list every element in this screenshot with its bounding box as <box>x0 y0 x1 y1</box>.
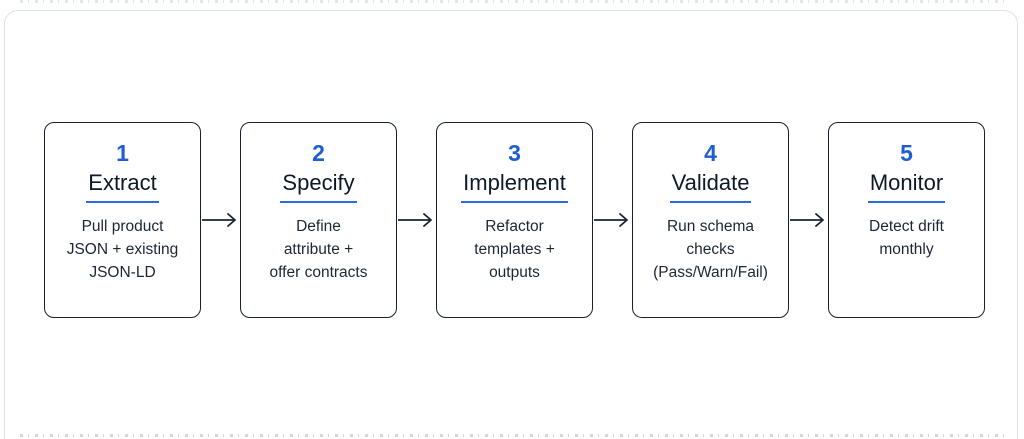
step-title: Specify <box>280 170 357 203</box>
step-number: 4 <box>704 140 717 166</box>
step-description: Detect drift monthly <box>869 218 944 258</box>
arrow-right-icon <box>593 212 632 228</box>
step-number: 5 <box>900 140 913 166</box>
step-description: Pull product JSON + existing JSON-LD <box>66 218 179 281</box>
step-box-monitor: 5 Monitor Detect drift monthly <box>828 122 985 318</box>
arrow-right-icon <box>397 212 436 228</box>
step-number: 2 <box>312 140 325 166</box>
step-number: 1 <box>116 140 129 166</box>
step-description: Refactor templates + outputs <box>474 218 555 281</box>
step-title: Implement <box>461 170 568 203</box>
step-box-validate: 4 Validate Run schema checks (Pass/Warn/… <box>632 122 789 318</box>
process-flow: 1 Extract Pull product JSON + existing J… <box>44 122 985 318</box>
step-title: Extract <box>86 170 159 203</box>
step-box-specify: 2 Specify Define attribute + offer contr… <box>240 122 397 318</box>
step-description: Define attribute + offer contracts <box>269 218 368 281</box>
step-title: Monitor <box>867 170 946 203</box>
step-box-extract: 1 Extract Pull product JSON + existing J… <box>44 122 201 318</box>
arrow-right-icon <box>201 212 240 228</box>
step-number: 3 <box>508 140 521 166</box>
step-description: Run schema checks (Pass/Warn/Fail) <box>653 218 768 281</box>
step-title: Validate <box>669 170 752 203</box>
arrow-right-icon <box>789 212 828 228</box>
cropped-text-artifact-top <box>20 0 1004 3</box>
step-box-implement: 3 Implement Refactor templates + outputs <box>436 122 593 318</box>
